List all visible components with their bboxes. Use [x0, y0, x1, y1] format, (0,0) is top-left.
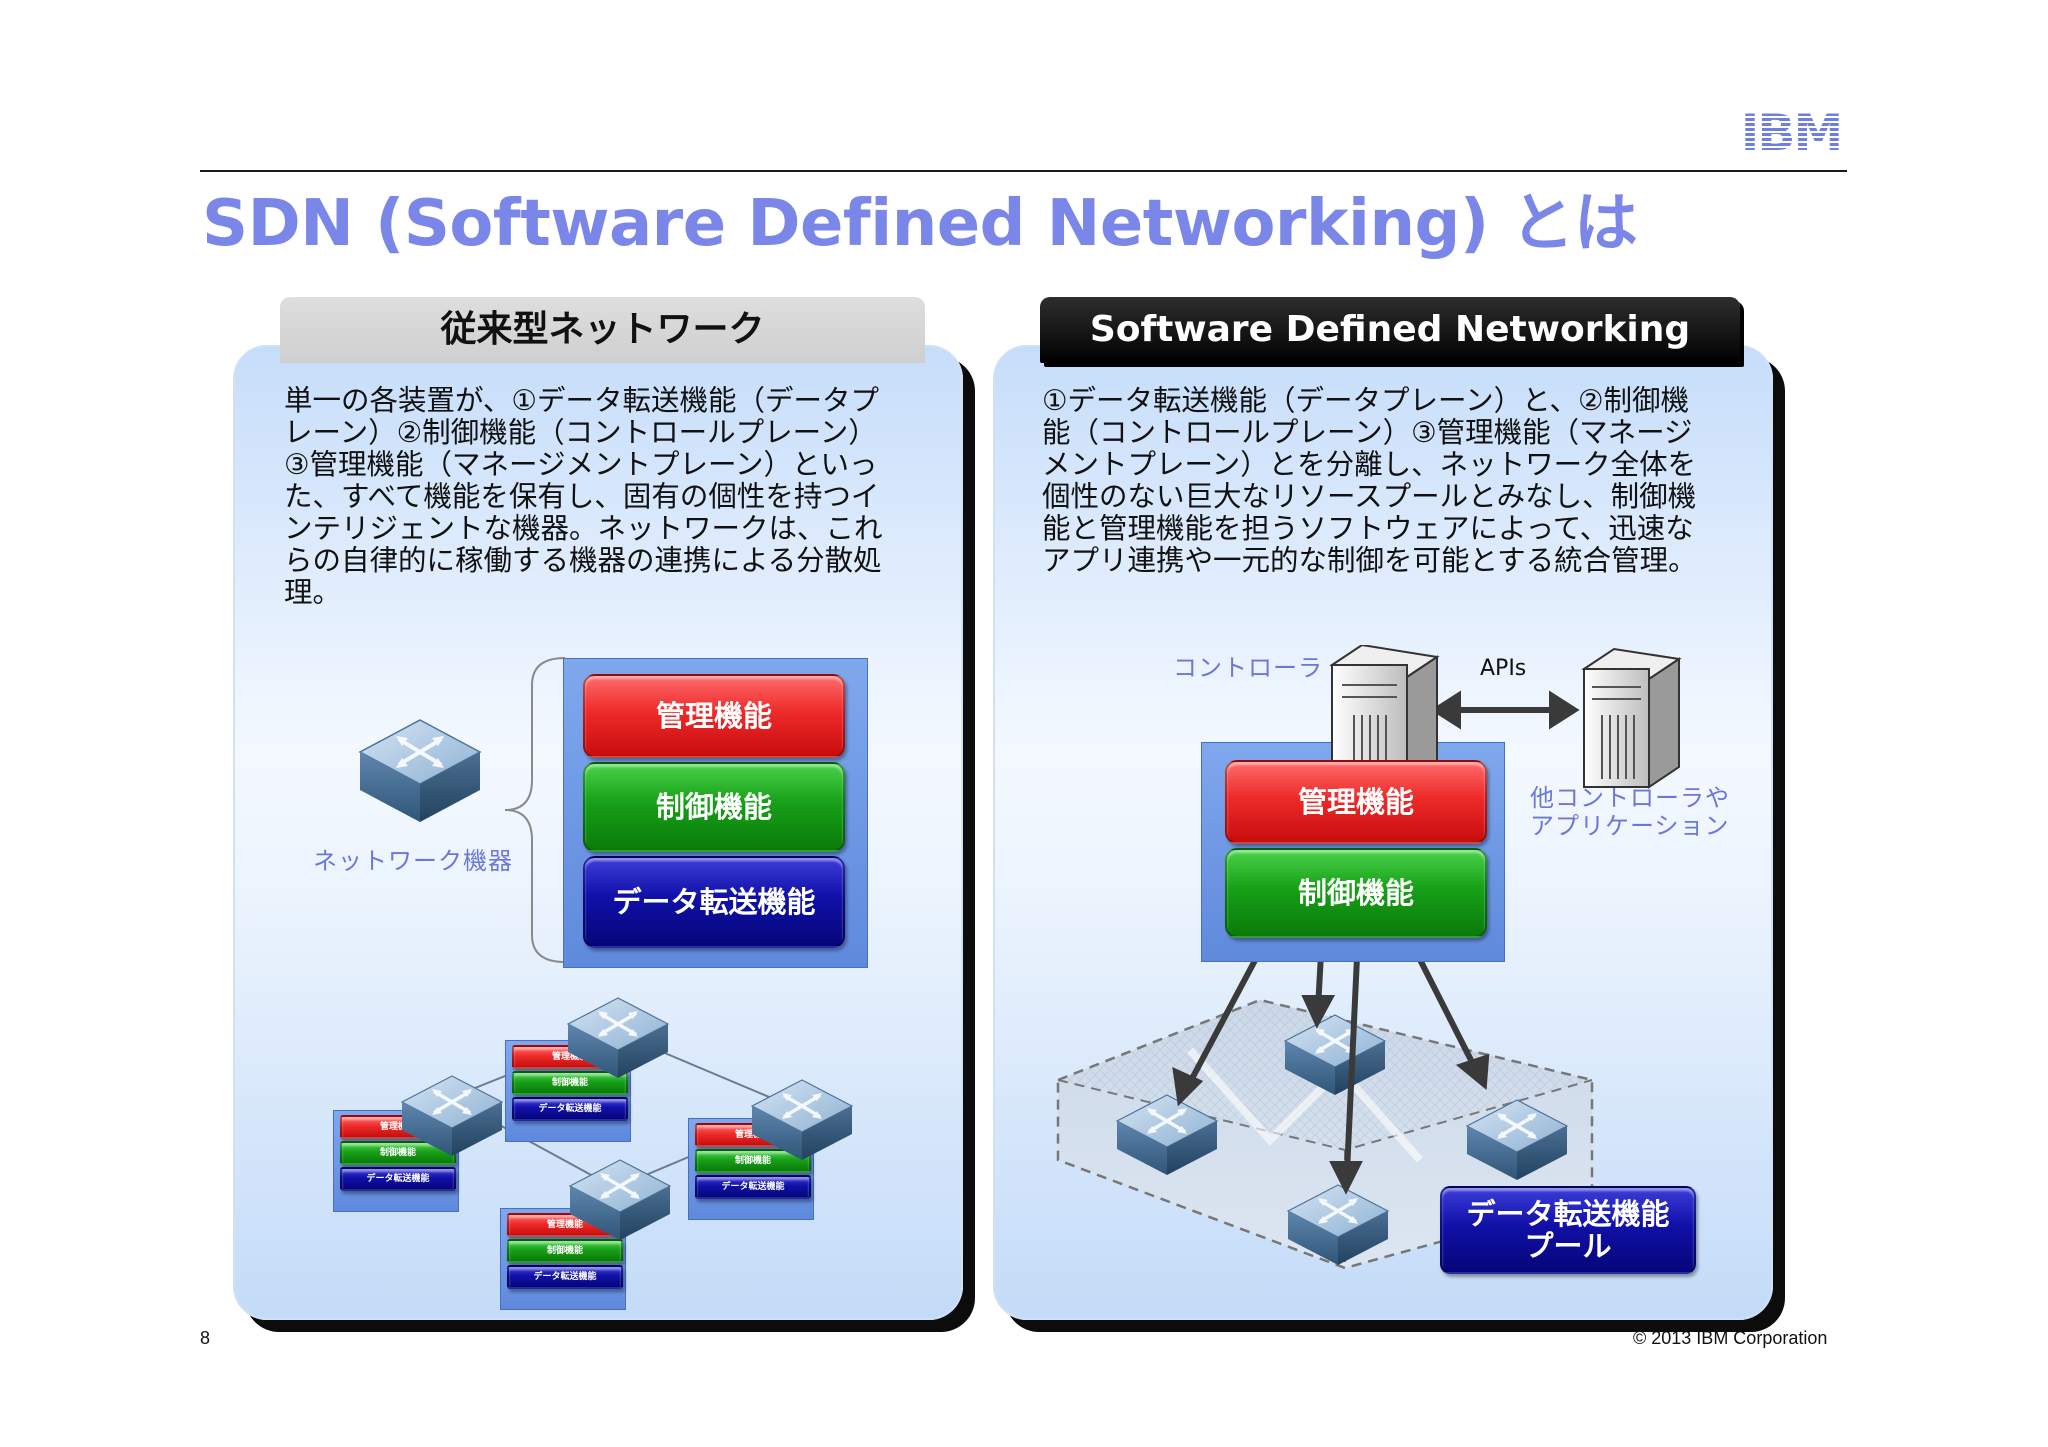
traditional-network-heading: 従来型ネットワーク	[280, 297, 925, 363]
data-forwarding-pool-box: データ転送機能 プール	[1440, 1186, 1696, 1274]
mini-data-box: データ転送機能	[512, 1097, 628, 1121]
distributed-network-switches	[400, 996, 854, 1242]
data-forwarding-function-box: データ転送機能	[583, 856, 845, 948]
management-function-box: 管理機能	[583, 674, 845, 758]
device-and-brace	[358, 657, 566, 963]
desc-line: た、すべて機能を保有し、固有の個性を持つイ	[284, 480, 880, 513]
desc-line: 個性のない巨大なリソースプールとみなし、制御機	[1042, 480, 1697, 513]
grouping-brace	[504, 657, 566, 963]
mini-ctrl-box: 制御機能	[507, 1239, 623, 1263]
mini-stack-1: 管理機能 制御機能 データ転送機能	[505, 1040, 631, 1142]
network-device-label: ネットワーク機器	[313, 847, 513, 875]
header-rule	[200, 170, 1847, 172]
page-number: 8	[200, 1328, 211, 1348]
control-function-box: 制御機能	[583, 762, 845, 852]
desc-line: アプリ連携や一元的な制御を可能とする統合管理。	[1042, 544, 1697, 577]
desc-line: ンテリジェントな機器。ネットワークは、これ	[284, 512, 883, 545]
network-switch-icon	[400, 1074, 504, 1158]
other-label-line: アプリケーション	[1530, 812, 1730, 840]
other-server-icon	[1581, 647, 1682, 789]
ibm-logo-text: IBM	[1741, 108, 1841, 154]
mini-data-box: データ転送機能	[695, 1175, 811, 1199]
mini-data-box: データ転送機能	[340, 1167, 456, 1191]
desc-line: 単一の各装置が、①データ転送機能（データプ	[284, 384, 879, 417]
mini-stack-4: 管理機能 制御機能 データ転送機能	[500, 1208, 626, 1310]
desc-line: ③管理機能（マネージメントプレーン）といっ	[284, 448, 878, 481]
management-function-box: 管理機能	[1225, 760, 1487, 844]
mini-ctrl-box: 制御機能	[512, 1071, 628, 1095]
mini-ctrl-box: 制御機能	[340, 1141, 456, 1165]
desc-line: 能（コントロールプレーン）③管理機能（マネージ	[1042, 416, 1693, 449]
controller-label: コントローラ	[1173, 654, 1323, 682]
desc-line: 理。	[284, 576, 342, 609]
desc-line: らの自律的に稼働する機器の連携による分散処	[284, 544, 882, 577]
api-double-arrow	[1430, 690, 1580, 730]
desc-line: メントプレーン）とを分離し、ネットワーク全体を	[1042, 448, 1697, 481]
apis-label: APIs	[1480, 656, 1527, 681]
mini-data-box: データ転送機能	[507, 1265, 623, 1289]
sdn-heading: Software Defined Networking	[1040, 297, 1740, 363]
desc-line: 能と管理機能を担うソフトウェアによって、迅速な	[1042, 512, 1694, 545]
network-switch-icon	[358, 719, 482, 822]
network-switch-icon	[566, 996, 670, 1080]
copyright: © 2013 IBM Corporation	[1633, 1328, 1828, 1348]
pool-line: データ転送機能	[1466, 1197, 1670, 1231]
desc-line: レーン）②制御機能（コントロールプレーン）	[284, 416, 877, 449]
page-title: SDN (Software Defined Networking) とは	[202, 187, 1638, 261]
control-function-box: 制御機能	[1225, 848, 1487, 938]
ibm-logo: IBM	[1741, 108, 1843, 154]
other-controllers-label: 他コントローラや アプリケーション	[1530, 784, 1730, 840]
network-switch-icon	[568, 1158, 672, 1242]
network-switch-icon	[750, 1078, 854, 1162]
other-label-line: 他コントローラや	[1530, 784, 1730, 812]
sdn-description: ①データ転送機能（データプレーン）と、②制御機 能（コントロールプレーン）③管理…	[1042, 385, 1697, 577]
desc-line: ①データ転送機能（データプレーン）と、②制御機	[1042, 384, 1690, 417]
pool-line: プール	[1524, 1229, 1612, 1263]
traditional-network-description: 単一の各装置が、①データ転送機能（データプ レーン）②制御機能（コントロールプレ…	[284, 385, 883, 609]
